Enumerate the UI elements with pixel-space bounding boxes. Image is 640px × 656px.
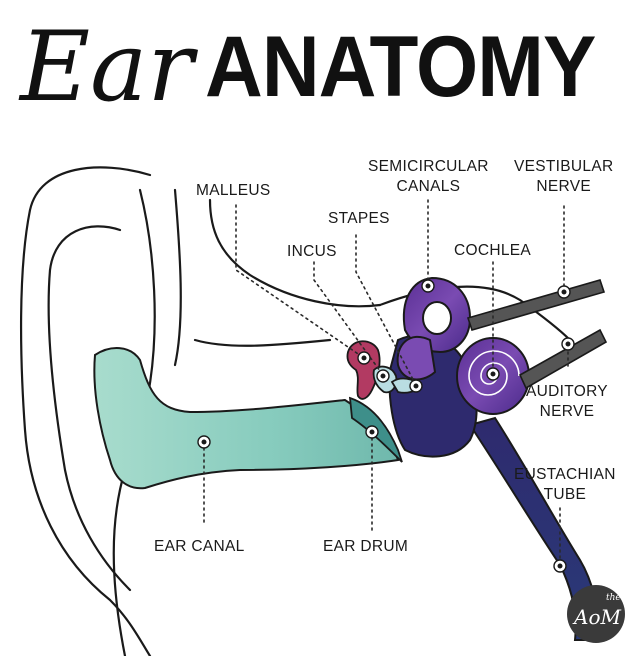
label-ear-canal: EAR CANAL xyxy=(154,537,245,557)
label-stapes: STAPES xyxy=(328,209,390,229)
label-auditory-nerve: AUDITORY NERVE xyxy=(526,382,608,422)
marker-auditory xyxy=(562,338,574,350)
svg-text:Ear: Ear xyxy=(18,11,198,123)
label-cochlea: COCHLEA xyxy=(454,241,531,261)
marker-ear-canal xyxy=(198,436,210,448)
marker-cochlea xyxy=(487,368,499,380)
svg-text:AoM: AoM xyxy=(572,605,621,629)
label-semicircular-canals: SEMICIRCULAR CANALS xyxy=(368,157,489,197)
marker-incus xyxy=(377,370,389,382)
marker-semicircular xyxy=(422,280,434,292)
label-malleus: MALLEUS xyxy=(196,181,270,201)
marker-ear-drum xyxy=(366,426,378,438)
label-vestibular-nerve: VESTIBULAR NERVE xyxy=(514,157,613,197)
label-ear-drum: EAR DRUM xyxy=(323,537,408,557)
marker-vestibular xyxy=(558,286,570,298)
marker-stapes xyxy=(410,380,422,392)
aom-logo: the AoM xyxy=(566,584,626,644)
title-bold-word: ANATOMY xyxy=(205,24,595,110)
label-eustachian-tube: EUSTACHIAN TUBE xyxy=(514,465,616,505)
marker-eustachian xyxy=(554,560,566,572)
marker-malleus xyxy=(358,352,370,364)
label-incus: INCUS xyxy=(287,242,337,262)
title-script-word: Ear xyxy=(14,4,214,124)
svg-text:the: the xyxy=(606,593,621,603)
